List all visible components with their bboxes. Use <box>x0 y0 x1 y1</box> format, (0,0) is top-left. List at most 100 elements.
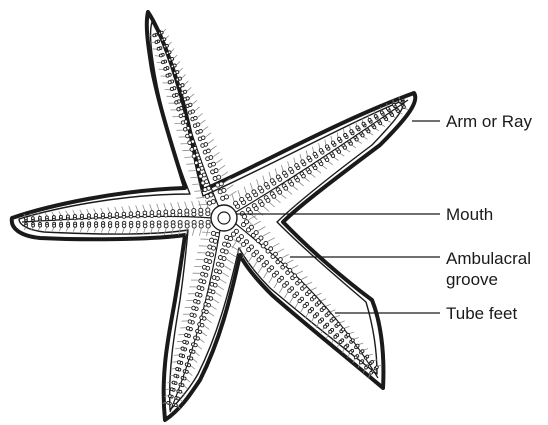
tube-foot <box>308 170 312 174</box>
tube-foot <box>337 323 340 326</box>
tube-foot <box>204 143 208 147</box>
tube-foot <box>183 340 186 343</box>
tube-foot <box>196 123 200 127</box>
tube-foot <box>399 100 402 103</box>
tube-foot <box>222 257 226 261</box>
tube-foot <box>319 149 322 152</box>
tube-foot <box>337 137 340 140</box>
tube-foot <box>213 283 217 287</box>
tube-foot <box>262 263 266 267</box>
tube-foot <box>67 224 70 227</box>
hatch-stroke <box>203 126 208 130</box>
tube-foot <box>160 31 163 34</box>
tube-foot <box>269 247 273 251</box>
tube-foot <box>143 211 147 215</box>
tube-foot <box>272 194 276 198</box>
tube-foot <box>293 294 297 298</box>
tube-foot <box>168 51 171 54</box>
tube-foot <box>325 158 328 161</box>
tube-foot <box>325 145 328 148</box>
tube-foot <box>376 366 379 369</box>
tube-foot <box>155 41 158 44</box>
hatch-stroke <box>216 159 222 163</box>
tube-foot <box>331 141 334 144</box>
tube-foot <box>293 274 297 278</box>
tube-foot <box>337 150 340 153</box>
tube-foot <box>122 224 126 228</box>
tube-foot <box>331 154 334 157</box>
tube-foot <box>222 188 226 192</box>
hatch-stroke <box>174 355 179 356</box>
tube-foot <box>183 377 186 380</box>
tube-foot <box>322 306 325 309</box>
tube-foot <box>194 161 198 165</box>
tube-foot <box>192 209 196 213</box>
hatch-stroke <box>192 100 197 104</box>
tube-foot <box>162 61 165 64</box>
tube-foot <box>108 224 111 227</box>
tube-foot <box>190 313 194 317</box>
tube-foot <box>32 217 35 220</box>
tube-foot <box>25 217 28 220</box>
tube-foot <box>66 215 69 218</box>
tube-foot <box>313 315 316 318</box>
tube-foot <box>178 209 182 213</box>
tube-foot <box>101 224 104 227</box>
tube-foot <box>199 208 203 212</box>
tube-foot <box>203 317 207 321</box>
tube-foot <box>170 87 173 90</box>
tube-foot <box>258 186 262 190</box>
tube-foot <box>259 236 263 240</box>
tube-foot <box>298 299 302 303</box>
tube-foot <box>274 252 278 256</box>
tube-foot <box>237 237 241 241</box>
tube-foot <box>45 216 48 219</box>
tube-foot <box>115 224 118 227</box>
tube-foot <box>216 277 220 281</box>
tube-foot <box>393 103 396 106</box>
tube-foot <box>38 216 41 219</box>
tube-foot <box>150 211 154 215</box>
tube-foot <box>267 268 271 272</box>
tube-foot <box>339 340 342 343</box>
hatch-stroke <box>368 114 369 118</box>
tube-foot <box>177 397 180 400</box>
tube-foot <box>179 390 182 393</box>
tube-foot <box>272 273 276 277</box>
tube-foot <box>307 156 311 160</box>
tube-foot <box>327 312 330 315</box>
tube-foot <box>288 289 292 293</box>
tube-foot <box>301 160 305 164</box>
tube-foot <box>80 214 83 217</box>
tube-foot <box>252 253 256 257</box>
tube-foot <box>397 110 400 113</box>
tube-foot <box>356 344 359 347</box>
tube-foot <box>349 351 352 354</box>
tube-foot <box>173 64 176 67</box>
tube-foot <box>202 265 206 269</box>
tube-foot <box>308 290 312 294</box>
tube-foot <box>176 367 179 370</box>
tube-foot <box>39 224 42 227</box>
tube-foot <box>192 350 195 353</box>
tube-foot <box>115 212 118 215</box>
tube-foot <box>312 295 315 298</box>
label-arm-or-ray: Arm or Ray <box>446 111 532 132</box>
hatch-stroke <box>206 133 211 137</box>
hatch-stroke <box>172 362 177 363</box>
tube-foot <box>277 279 281 283</box>
tube-foot <box>59 215 62 218</box>
tube-foot <box>25 224 28 227</box>
tube-foot <box>185 224 189 228</box>
tube-foot <box>211 231 215 235</box>
tube-foot <box>206 224 210 228</box>
hatch-stroke <box>163 29 166 32</box>
tube-foot <box>164 224 168 228</box>
tube-foot <box>351 339 354 342</box>
tube-foot <box>157 210 161 214</box>
tube-foot <box>212 162 216 166</box>
tube-foot <box>197 168 201 172</box>
tube-foot <box>176 71 179 74</box>
tube-foot <box>361 134 364 137</box>
